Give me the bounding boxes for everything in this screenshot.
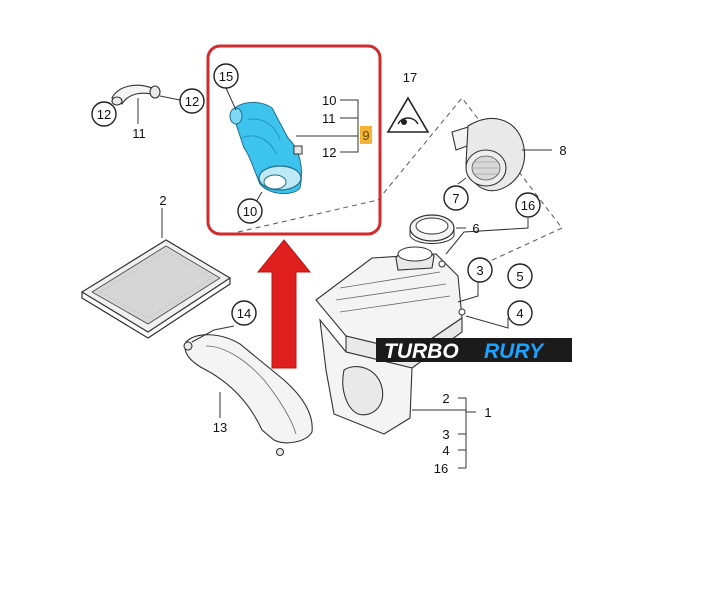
callout-label: 10 <box>243 204 257 219</box>
callout-label: 15 <box>219 69 233 84</box>
callout-12b: 12 <box>91 101 117 127</box>
label-16: 16 <box>434 461 448 476</box>
callout-4a: 4 <box>507 300 533 326</box>
callout-label: 17 <box>403 70 417 85</box>
callout-15: 15 <box>213 63 239 89</box>
intake-hose-highlighted <box>229 102 303 194</box>
turborury-watermark: TURBO RURY <box>376 338 572 363</box>
label-8: 8 <box>559 143 566 158</box>
callout-label: 5 <box>516 269 523 284</box>
warning-triangle-icon <box>386 96 430 133</box>
label-12: 12 <box>322 145 336 160</box>
callout-3a: 3 <box>467 257 493 283</box>
air-mass-sensor-part <box>451 117 526 192</box>
label-11: 11 <box>322 111 336 126</box>
leader-16a <box>445 218 529 255</box>
callout-label: 16 <box>521 198 535 213</box>
callout-12a: 12 <box>179 88 205 114</box>
leader-12a <box>159 95 181 101</box>
callout-label: 7 <box>452 191 459 206</box>
sealing-ring-part <box>409 214 455 244</box>
label-6: 6 <box>472 221 479 236</box>
leader-bracket-1 <box>412 397 476 469</box>
assembly-guide-lines <box>237 97 563 263</box>
callout-label: 12 <box>185 94 199 109</box>
up-arrow-icon <box>256 239 312 369</box>
watermark-part-1: TURBO <box>384 340 459 363</box>
watermark-part-2: RURY <box>484 340 545 363</box>
callout-label: 12 <box>97 107 111 122</box>
leader-15 <box>225 87 237 111</box>
label-2: 2 <box>159 193 166 208</box>
leader-7 <box>457 177 467 185</box>
callout-label: 3 <box>476 263 483 278</box>
callout-14: 14 <box>231 300 257 326</box>
callout-5: 5 <box>507 263 533 289</box>
label-1: 1 <box>484 405 491 420</box>
label-9: 9 <box>362 128 369 143</box>
callout-16a: 16 <box>515 192 541 218</box>
label-11: 11 <box>132 126 146 141</box>
callout-7: 7 <box>443 185 469 211</box>
air-filter-element <box>80 239 232 339</box>
callout-9-highlight <box>360 126 372 144</box>
leader-14 <box>191 325 235 343</box>
callout-label: 14 <box>237 306 251 321</box>
callout-17: 17 <box>403 70 417 85</box>
callout-label: 4 <box>516 306 523 321</box>
intake-duct-part <box>183 334 313 457</box>
label-2: 2 <box>442 391 449 406</box>
label-4: 4 <box>442 443 449 458</box>
label-13: 13 <box>213 420 227 435</box>
highlight-frame <box>206 44 382 236</box>
label-10: 10 <box>322 93 336 108</box>
small-hose-part <box>111 84 161 106</box>
callout-10b: 10 <box>237 198 263 224</box>
airbox-housing-part <box>315 246 466 435</box>
label-3: 3 <box>442 427 449 442</box>
leader-bracket-9 <box>296 99 359 153</box>
leader-3a <box>457 282 479 303</box>
leader-4a <box>465 315 509 329</box>
